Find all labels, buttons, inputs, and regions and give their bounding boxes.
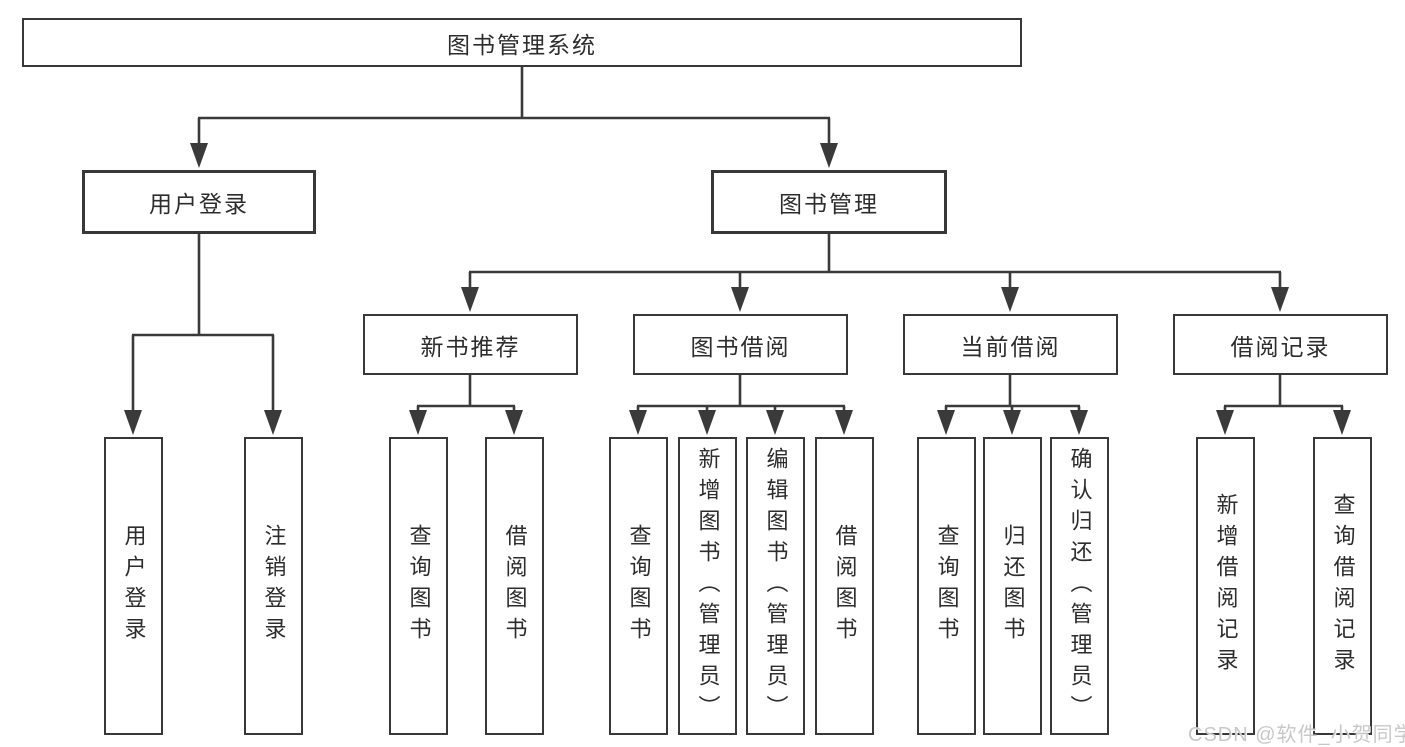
node-book-borrowing: 图书借阅 [633, 314, 848, 375]
node-label: 编辑图书（管理员） [763, 446, 789, 726]
leaf-add-borrow-record: 新增借阅记录 [1196, 437, 1255, 735]
leaf-edit-book-admin: 编辑图书（管理员） [746, 437, 805, 735]
node-label: 注销登录 [261, 524, 287, 648]
node-current-borrowing: 当前借阅 [903, 314, 1118, 375]
node-label: 新增图书（管理员） [695, 446, 721, 726]
node-label: 当前借阅 [960, 333, 1061, 360]
node-label: 图书管理系统 [447, 31, 597, 58]
node-new-book-recommendation: 新书推荐 [363, 314, 578, 375]
node-label: 借阅图书 [502, 524, 528, 648]
leaf-query-books-recommend: 查询图书 [389, 437, 448, 735]
node-label: 查询借阅记录 [1330, 493, 1356, 679]
node-label: 图书管理 [779, 191, 879, 217]
node-label: 借阅记录 [1230, 333, 1331, 360]
leaf-borrow-books: 借阅图书 [815, 437, 874, 735]
leaf-confirm-return-admin: 确认归还（管理员） [1050, 437, 1109, 735]
leaf-add-book-admin: 新增图书（管理员） [678, 437, 737, 735]
leaf-user-login: 用户登录 [104, 437, 163, 735]
node-label: 新书推荐 [420, 333, 521, 360]
leaf-logout: 注销登录 [244, 437, 303, 735]
node-label: 新增借阅记录 [1213, 493, 1239, 679]
leaf-query-borrow-record: 查询借阅记录 [1313, 437, 1372, 735]
node-label: 确认归还（管理员） [1067, 446, 1093, 726]
node-label: 查询图书 [406, 524, 432, 648]
node-book-management: 图书管理 [711, 170, 947, 234]
node-borrowing-records: 借阅记录 [1173, 314, 1388, 375]
leaf-borrow-books-recommend: 借阅图书 [485, 437, 544, 735]
node-label: 归还图书 [1000, 524, 1026, 648]
node-label: 查询图书 [934, 524, 960, 648]
node-label: 图书借阅 [690, 333, 791, 360]
node-label: 查询图书 [626, 524, 652, 648]
node-user-login: 用户登录 [82, 170, 316, 234]
leaf-return-book: 归还图书 [983, 437, 1042, 735]
node-label: 用户登录 [149, 191, 249, 217]
node-library-management-system: 图书管理系统 [22, 18, 1022, 67]
leaf-query-books-current: 查询图书 [917, 437, 976, 735]
node-label: 用户登录 [121, 524, 147, 648]
node-label: 借阅图书 [832, 524, 858, 648]
csdn-watermark: CSDN @软件_小贺同学 [1188, 724, 1405, 746]
leaf-query-books-borrow: 查询图书 [609, 437, 668, 735]
